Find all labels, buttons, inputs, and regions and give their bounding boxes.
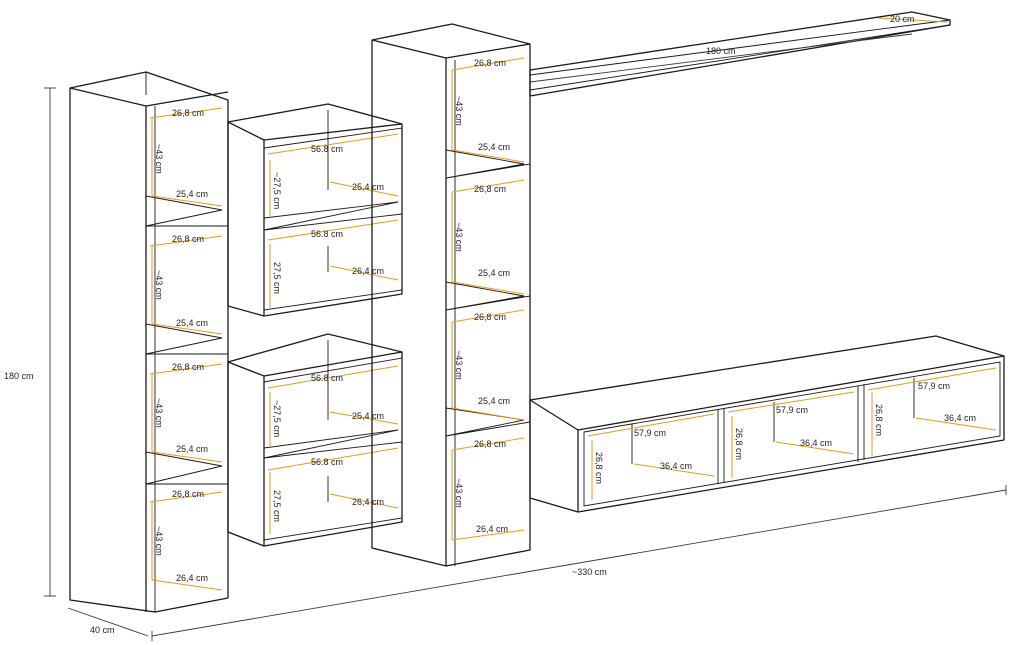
center-compartment-3: 26,8 cm ~43 cm 25,4 cm xyxy=(451,309,525,421)
tv-compartment-1: 57,9 cm 26,8 cm 36,4 cm xyxy=(587,413,715,500)
dimension-width-label: 57,9 cm xyxy=(776,405,808,415)
dimension-width-label: 26,8 cm xyxy=(474,312,506,322)
top-cube-compartment-2: 56.8 cm 27,5 cm 26,4 cm xyxy=(267,219,399,308)
dimension-depth-label: 26,4 cm xyxy=(352,266,384,276)
dimension-depth-label: 25,4 cm xyxy=(478,142,510,152)
dimension-height-label: 26,8 cm xyxy=(874,404,884,436)
center-compartment-4: 26,8 cm ~43 cm 26,4 cm xyxy=(451,437,525,541)
dimension-depth-label: 25,4 cm xyxy=(176,189,208,199)
tall-cabinet-left: 26,8 cm ~43 cm 25,4 cm 26,8 cm ~43 cm 25… xyxy=(69,71,229,613)
dimension-height-label: 26,8 cm xyxy=(734,428,744,460)
tv-compartment-2: 57,9 cm 26,8 cm 36,4 cm xyxy=(727,391,855,478)
shelf-length-label: 180 cm xyxy=(706,46,736,56)
dimension-height-label: ~43 cm xyxy=(154,526,164,556)
dimension-height-label: ~43 cm xyxy=(454,478,464,508)
overall-dimensions: 180 cm 40 cm ~330 cm xyxy=(4,87,1007,641)
dimension-depth-label: 25,4 cm xyxy=(478,268,510,278)
dimension-height-label: ~27,5 cm xyxy=(272,400,282,437)
dimension-height-label: ~43 cm xyxy=(454,350,464,380)
top-cube-compartment-1: 56.8 cm ~27,5 cm 25,4 cm xyxy=(267,133,399,216)
dimension-height-label: 27,5 cm xyxy=(272,490,282,522)
shelf-depth-label: 20 cm xyxy=(890,14,915,24)
dimension-depth-label: 25,4 cm xyxy=(352,182,384,192)
dimension-depth-label: 36,4 cm xyxy=(944,413,976,423)
dimension-depth-label: 25,4 cm xyxy=(352,411,384,421)
tv-compartment-3: 57,9 cm 26,8 cm 36,4 cm xyxy=(867,367,997,456)
dimension-width-label: 57,9 cm xyxy=(634,428,666,438)
hanging-cube-top: 56.8 cm ~27,5 cm 25,4 cm 56.8 cm 27,5 cm… xyxy=(227,103,403,317)
left-compartment-2: 26,8 cm ~43 cm 25,4 cm xyxy=(149,234,223,335)
center-compartment-2: 26,8 cm ~43 cm 25,4 cm xyxy=(451,179,525,295)
dimension-depth-label: 25,4 cm xyxy=(176,318,208,328)
dimension-height-label: ~43 cm xyxy=(454,222,464,252)
hanging-cube-bottom: 56.8 cm ~27,5 cm 25,4 cm 56.8 cm 27,5 cm… xyxy=(227,333,403,547)
center-compartment-1: 26,8 cm ~43 cm 25,4 cm xyxy=(451,57,525,163)
dimension-width-label: 56.8 cm xyxy=(311,229,343,239)
overall-width-label: ~330 cm xyxy=(572,567,607,577)
tall-cabinet-center: 26,8 cm ~43 cm 25,4 cm 26,8 cm ~43 cm 25… xyxy=(371,23,531,567)
dimension-width-label: 26,8 cm xyxy=(474,184,506,194)
dimension-height-label: ~43 cm xyxy=(454,96,464,126)
dimension-depth-label: 26,4 cm xyxy=(176,573,208,583)
dimension-depth-label: 36,4 cm xyxy=(800,438,832,448)
dimension-depth-label: 25,4 cm xyxy=(176,444,208,454)
dimension-width-label: 26,8 cm xyxy=(474,58,506,68)
bottom-cube-compartment-1: 56.8 cm ~27,5 cm 25,4 cm xyxy=(267,365,399,446)
dimension-height-label: ~43 cm xyxy=(154,270,164,300)
dimension-height-label: ~43 cm xyxy=(154,144,164,174)
left-compartment-3: 26,8 cm ~43 cm 25,4 cm xyxy=(149,362,223,463)
dimension-height-label: ~43 cm xyxy=(154,398,164,428)
dimension-depth-label: 26,4 cm xyxy=(476,524,508,534)
dimension-width-label: 26,8 cm xyxy=(172,108,204,118)
dimension-width-label: 57,9 cm xyxy=(918,381,950,391)
dimension-width-label: 26,8 cm xyxy=(172,362,204,372)
dimension-width-label: 56.8 cm xyxy=(311,373,343,383)
bottom-cube-compartment-2: 56.8 cm 27,5 cm 26,4 cm xyxy=(267,447,399,534)
dimension-depth-label: 26,4 cm xyxy=(352,497,384,507)
dimension-width-label: 56.8 cm xyxy=(311,144,343,154)
dimension-depth-label: 25,4 cm xyxy=(478,396,510,406)
dimension-depth-label: 36,4 cm xyxy=(660,461,692,471)
tv-board: 57,9 cm 26,8 cm 36,4 cm 57,9 cm 26,8 cm … xyxy=(529,335,1005,513)
overall-depth-label: 40 cm xyxy=(90,625,115,635)
left-compartment-1: 26,8 cm ~43 cm 25,4 cm xyxy=(149,107,223,207)
left-compartment-4: 26,8 cm ~43 cm 26,4 cm xyxy=(149,489,223,591)
wall-shelf: 180 cm 20 cm xyxy=(529,11,951,97)
dimension-width-label: 56.8 cm xyxy=(311,457,343,467)
dimension-width-label: 26,8 cm xyxy=(172,234,204,244)
dimension-height-label: ~27,5 cm xyxy=(272,172,282,209)
overall-height-label: 180 cm xyxy=(4,371,34,381)
dimension-width-label: 26,8 cm xyxy=(172,489,204,499)
dimension-width-label: 26,8 cm xyxy=(474,439,506,449)
dimension-height-label: 27,5 cm xyxy=(272,262,282,294)
dimension-height-label: 26,8 cm xyxy=(594,452,604,484)
